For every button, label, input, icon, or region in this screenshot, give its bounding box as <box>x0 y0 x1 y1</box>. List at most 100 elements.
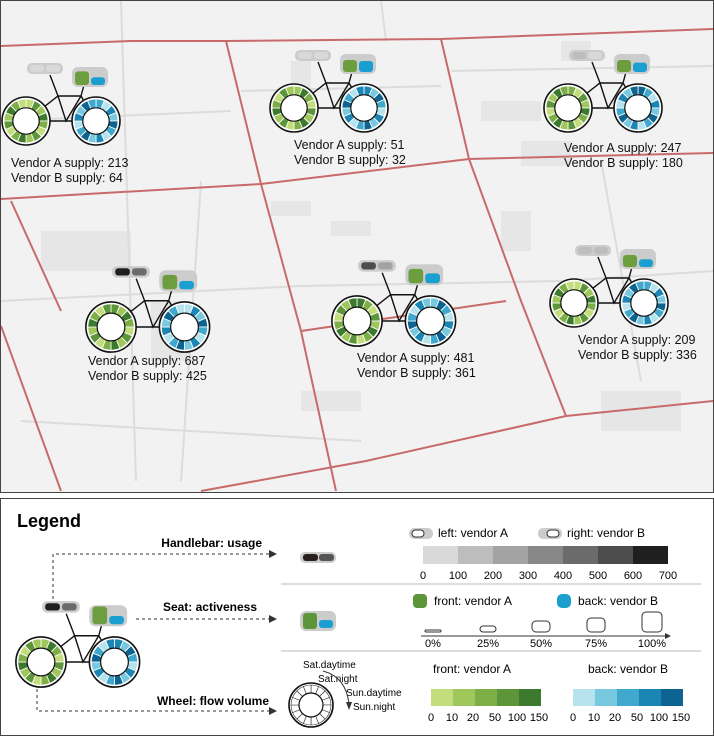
wheel-icon <box>331 295 383 347</box>
bike-glyph <box>543 50 663 133</box>
right-vendor-b-label: right: vendor B <box>567 526 645 540</box>
vendor-a-supply-label: Vendor A supply: 51 <box>294 138 405 152</box>
handlebar-left-icon <box>409 528 433 539</box>
activeness-axis-arrow <box>665 633 671 639</box>
activeness-glyph <box>531 620 551 633</box>
handlebar-icon <box>358 260 396 272</box>
front-vendor-a-swatch <box>413 594 427 608</box>
wheel-icon <box>613 83 663 133</box>
activeness-tick-label: 25% <box>477 638 499 650</box>
leader-arrowheads <box>269 550 277 715</box>
wheel-icon <box>619 278 669 328</box>
usage-tick-label: 700 <box>659 570 677 582</box>
seat-front-vendor-a-label: front: vendor A <box>434 594 512 608</box>
vendor-b-supply-label: Vendor B supply: 180 <box>564 156 683 170</box>
handlebar-usage-label: Handlebar: usage <box>161 536 262 550</box>
usage-tick-label: 300 <box>519 570 537 582</box>
seat-icon <box>159 270 198 292</box>
blue-scale-tick: 20 <box>609 712 621 724</box>
wheel-icon <box>158 301 211 353</box>
seat-icon <box>614 54 650 74</box>
back-vendor-b-swatch <box>557 594 571 608</box>
green-scale-cell <box>519 689 541 706</box>
green-scale-tick: 150 <box>530 712 548 724</box>
activeness-scale: 0%25%50%75%100% <box>421 611 671 650</box>
green-scale-tick: 20 <box>467 712 479 724</box>
left-vendor-a-label: left: vendor A <box>438 526 508 540</box>
flow-back-vendor-b-label: back: vendor B <box>588 662 668 676</box>
flow-front-vendor-a-label: front: vendor A <box>433 662 511 676</box>
blue-scale-tick: 50 <box>631 712 643 724</box>
usage-tick-label: 400 <box>554 570 572 582</box>
wheel-icon <box>288 682 334 728</box>
activeness-glyph <box>424 629 442 633</box>
seat-icon <box>620 249 656 269</box>
seat-icon <box>72 67 108 87</box>
legend-canvas: Legend Handlebar: usage Seat: activeness… <box>15 511 701 728</box>
usage-scale-cell <box>563 546 598 564</box>
legend-bike-glyph <box>15 601 141 688</box>
vendor-b-supply-label: Vendor B supply: 64 <box>11 171 123 185</box>
bike-glyph <box>331 260 457 347</box>
wheel-icon <box>85 301 137 353</box>
activeness-glyph <box>479 625 497 633</box>
bike-glyph <box>269 50 389 133</box>
handlebar-icon <box>575 245 611 256</box>
vendor-b-supply-label: Vendor B supply: 32 <box>294 153 406 167</box>
blue-scale-cell <box>617 689 639 706</box>
vendor-a-supply-label: Vendor A supply: 213 <box>11 156 129 170</box>
blue-scale-cell <box>595 689 617 706</box>
usage-tick-label: 0 <box>420 570 426 582</box>
green-scale-cell <box>497 689 519 706</box>
usage-scale-cell <box>458 546 493 564</box>
handlebar-icon <box>295 50 331 61</box>
usage-color-scale: 0 100 200 300 400 500 600 700 <box>420 546 677 582</box>
usage-tick-label: 200 <box>484 570 502 582</box>
activeness-glyph <box>586 617 606 633</box>
blue-scale-cell <box>573 689 595 706</box>
wheel-segment-label-1: Sat.daytime <box>303 660 356 671</box>
seat-activeness-label: Seat: activeness <box>163 600 257 614</box>
bike-glyph <box>1 63 121 146</box>
seat-example <box>300 611 336 631</box>
usage-tick-label: 100 <box>449 570 467 582</box>
bike-glyph <box>15 601 141 688</box>
legend-title: Legend <box>17 511 81 531</box>
wheel-icon <box>339 83 389 133</box>
green-scale-tick: 50 <box>489 712 501 724</box>
activeness-tick-label: 50% <box>530 638 552 650</box>
usage-tick-label: 600 <box>624 570 642 582</box>
wheel-icon <box>1 96 51 146</box>
usage-scale-cell <box>423 546 458 564</box>
seat-icon <box>405 264 444 286</box>
seat-back-vendor-b-label: back: vendor B <box>578 594 658 608</box>
legend-leaders <box>36 553 269 712</box>
handlebar-icon <box>112 266 150 278</box>
green-scale-tick: 100 <box>508 712 526 724</box>
major-roads <box>0 28 714 492</box>
wheel-segment-label-3: Sun.daytime <box>346 688 402 699</box>
green-scale-tick: 0 <box>428 712 434 724</box>
usage-scale-cell <box>493 546 528 564</box>
bike-glyph <box>85 266 211 353</box>
wheel-order-arrow <box>322 670 350 705</box>
vendor-b-supply-label: Vendor B supply: 361 <box>357 366 476 380</box>
activeness-tick-label: 75% <box>585 638 607 650</box>
usage-tick-label: 500 <box>589 570 607 582</box>
activeness-glyph <box>641 611 663 633</box>
wheel-icon <box>71 96 121 146</box>
green-scale-cell <box>431 689 453 706</box>
green-scale-tick: 10 <box>446 712 458 724</box>
usage-scale-cell <box>598 546 633 564</box>
blue-scale-cell <box>661 689 683 706</box>
vendor-a-supply-label: Vendor A supply: 687 <box>88 354 206 368</box>
vendor-a-supply-label: Vendor A supply: 209 <box>578 333 696 347</box>
